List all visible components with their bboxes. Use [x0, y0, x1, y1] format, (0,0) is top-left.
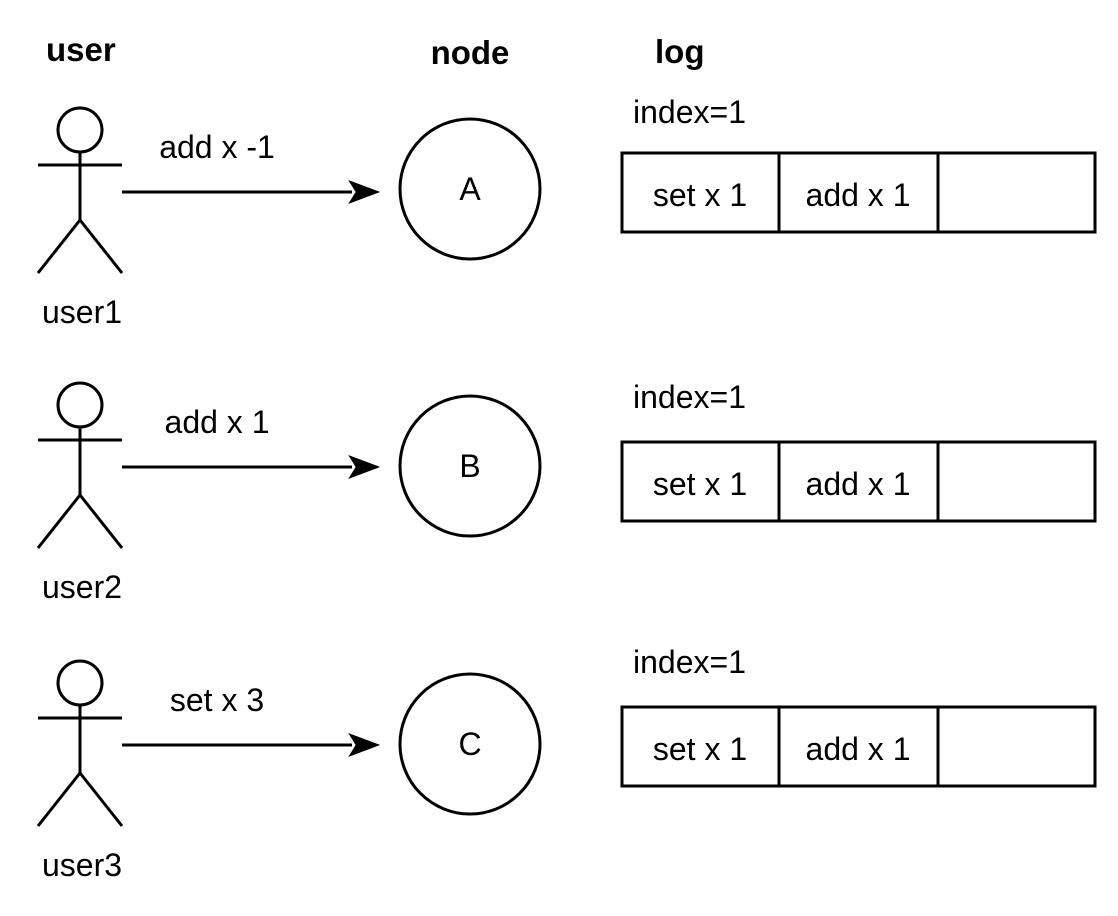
- node-circle: [398, 672, 542, 816]
- log-table-border: [620, 440, 1097, 523]
- log-table: set x 1 add x 1: [620, 705, 1097, 788]
- node-label: B: [459, 448, 480, 484]
- actor-leg-left: [36, 219, 82, 274]
- arrow-head-icon: [348, 733, 381, 757]
- actor-figure-icon: [36, 659, 124, 827]
- message-arrow: [122, 733, 381, 757]
- message-label: set x 3: [170, 682, 264, 718]
- message-arrow: [122, 455, 381, 479]
- column-headers: user node log: [46, 31, 704, 71]
- actor-figure-icon: [36, 381, 124, 549]
- log-table: set x 1 add x 1: [620, 440, 1097, 523]
- actor-leg-right: [78, 219, 124, 274]
- actor-leg-right: [78, 494, 124, 549]
- column-header-log: log: [655, 33, 704, 70]
- column-header-user: user: [46, 31, 116, 68]
- arrow-head-icon: [348, 180, 381, 204]
- actor-head: [56, 106, 104, 154]
- log-cell-text-2: add x 1: [806, 177, 911, 213]
- actor-leg-right: [78, 772, 124, 827]
- log-cell-text-1: set x 1: [653, 466, 747, 502]
- actor-leg-left: [36, 772, 82, 827]
- log-cell-text-1: set x 1: [653, 177, 747, 213]
- node-label: C: [458, 726, 481, 762]
- log-index-label: index=1: [633, 94, 746, 130]
- node-label: A: [459, 171, 481, 207]
- message-label: add x -1: [159, 129, 275, 165]
- row-user2: user2 add x 1 B index=1 set x 1 add x 1: [36, 379, 1097, 605]
- actor-name-label: user1: [42, 294, 122, 330]
- actor-name-label: user3: [42, 847, 122, 883]
- log-cell-text-2: add x 1: [806, 466, 911, 502]
- log-table-border: [620, 151, 1097, 234]
- log-index-label: index=1: [633, 644, 746, 680]
- column-header-node: node: [431, 34, 510, 71]
- log-index-label: index=1: [633, 379, 746, 415]
- log-table: set x 1 add x 1: [620, 151, 1097, 234]
- actor-head: [56, 659, 104, 707]
- log-cell-text-1: set x 1: [653, 731, 747, 767]
- node-circle: [398, 117, 542, 261]
- row-user1: user1 add x -1 A index=1 set x 1 add x 1: [36, 94, 1097, 330]
- row-user3: user3 set x 3 C index=1 set x 1 add x 1: [36, 644, 1097, 883]
- log-cell-text-2: add x 1: [806, 731, 911, 767]
- actor-name-label: user2: [42, 569, 122, 605]
- node-circle: [398, 394, 542, 538]
- actor-leg-left: [36, 494, 82, 549]
- message-arrow: [122, 180, 381, 204]
- log-table-border: [620, 705, 1097, 788]
- actor-head: [56, 381, 104, 429]
- message-label: add x 1: [165, 404, 270, 440]
- arrow-head-icon: [348, 455, 381, 479]
- actor-figure-icon: [36, 106, 124, 274]
